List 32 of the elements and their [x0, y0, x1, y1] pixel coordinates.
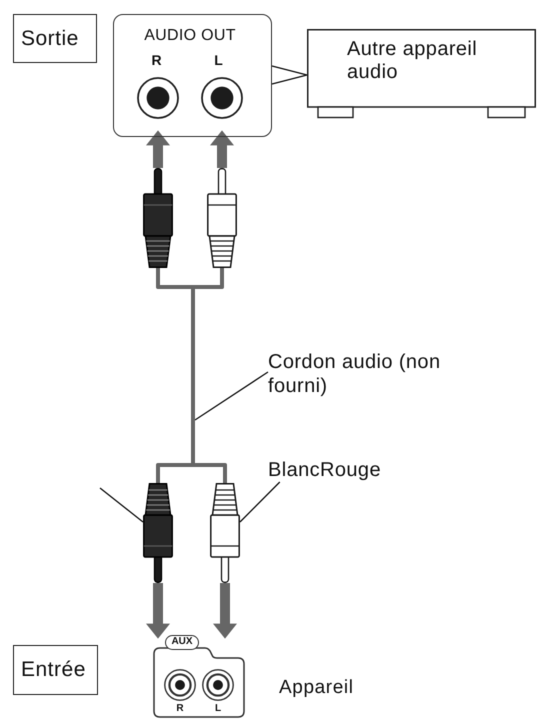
- rca-plug: [143, 483, 173, 583]
- jack-panel: [113, 14, 272, 137]
- device-caption: Appareil: [279, 677, 354, 699]
- arrow: [146, 583, 170, 639]
- channel-letter: R: [151, 52, 162, 68]
- cable: [156, 460, 195, 483]
- channel-letter: L: [214, 703, 222, 714]
- rca-plug: [143, 168, 173, 268]
- cable: [156, 268, 193, 289]
- section-label: Sortie: [13, 14, 97, 63]
- rca-plug: [207, 168, 237, 268]
- leader-line: [240, 482, 280, 522]
- cable: [191, 287, 195, 460]
- panel-label: AUDIO OUT: [144, 27, 236, 45]
- device-label: Autre appareil audio: [347, 38, 478, 84]
- callout-pointer: [271, 65, 308, 85]
- panel-tag: AUX: [165, 635, 199, 650]
- channel-letter: L: [214, 52, 223, 68]
- arrow: [213, 583, 237, 639]
- leader-line: [100, 488, 144, 522]
- callout-label: BlancRouge: [268, 458, 386, 482]
- cable: [191, 460, 227, 483]
- rca-plug: [210, 483, 240, 583]
- arrow: [210, 130, 234, 168]
- leader-line: [194, 371, 268, 421]
- jack-panel: [153, 632, 245, 718]
- audio-device: [307, 29, 536, 119]
- channel-letter: R: [176, 703, 184, 714]
- arrow: [146, 130, 170, 168]
- section-label: Entrée: [13, 645, 98, 695]
- cable: [193, 268, 224, 289]
- callout-label: Cordon audio (non fourni): [268, 350, 450, 398]
